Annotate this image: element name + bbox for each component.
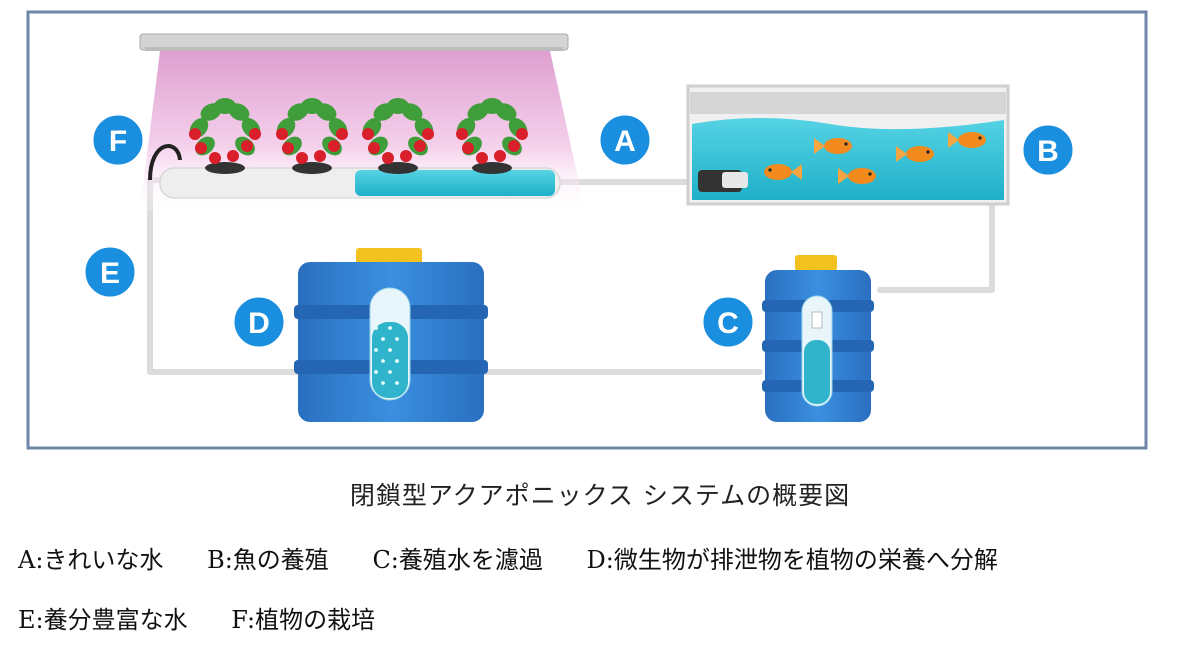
strawberry-plant (276, 98, 348, 174)
badge-b: B (1020, 122, 1076, 178)
tank-water (692, 118, 1004, 200)
fish-tank (686, 84, 1010, 206)
badge-e: E (82, 244, 138, 300)
goldfish (838, 168, 876, 184)
planter-water (355, 170, 555, 196)
legend-row-1: A:きれいな水 B:魚の養殖 C:養殖水を濾過 D:微生物が排泄物を植物の栄養へ… (18, 540, 998, 575)
strawberry-plants (189, 98, 528, 174)
legend-item-e: E:養分豊富な水 (18, 606, 188, 634)
goldfish (764, 164, 802, 180)
diagram-caption: 閉鎖型アクアポニックス システムの概要図 (349, 481, 851, 510)
legend-item-a: A:きれいな水 (18, 546, 164, 574)
badge-c: C (700, 294, 756, 350)
pipe-b-to-c (877, 202, 995, 293)
svg-text:B: B (1037, 135, 1059, 168)
badge-d: D (231, 294, 287, 350)
svg-text:F: F (109, 125, 127, 158)
strawberry-plant (362, 98, 434, 174)
aquaponics-diagram: A B C D E F (26, 10, 1148, 450)
legend-item-b: B:魚の養殖 (207, 546, 329, 574)
filter-tank (762, 255, 874, 422)
legend-item-c: C:養殖水を濾過 (372, 546, 543, 574)
legend-item-d: D:微生物が排泄物を植物の栄養へ分解 (586, 546, 998, 574)
svg-text:A: A (614, 125, 636, 158)
badge-f: F (90, 112, 146, 168)
strawberry-plant (456, 98, 528, 174)
legend-item-f: F:植物の栽培 (231, 606, 376, 634)
goldfish (948, 132, 986, 148)
goldfish (814, 138, 852, 154)
svg-text:E: E (100, 257, 120, 290)
goldfish-group (764, 132, 986, 184)
badge-a: A (597, 112, 653, 168)
svg-text:C: C (717, 307, 739, 340)
svg-text:D: D (248, 307, 270, 340)
goldfish (896, 146, 934, 162)
inlet-hose (148, 144, 182, 181)
legend-row-2: E:養分豊富な水 F:植物の栽培 (18, 600, 411, 635)
strawberry-plant (189, 98, 261, 174)
biofilter-tank (294, 248, 488, 422)
